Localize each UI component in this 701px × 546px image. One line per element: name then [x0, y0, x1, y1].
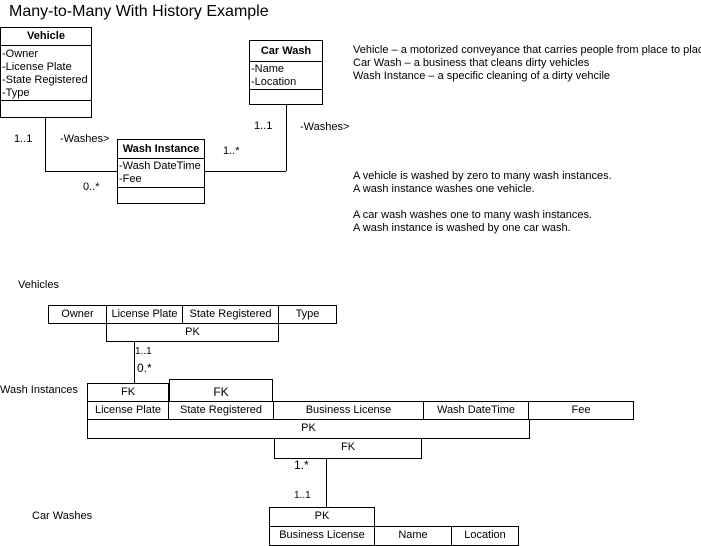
- rule-text: A car wash washes one to many wash insta…: [353, 209, 593, 221]
- rules-vehicle-block: A vehicle is washed by zero to many wash…: [353, 170, 612, 196]
- carwash-connector-vertical: [286, 105, 287, 171]
- vehicle-attribute: -Type: [2, 87, 30, 99]
- wash-instance-entity-attributes: -Wash DateTime -Fee: [118, 159, 204, 188]
- car-washes-pk-cell: PK: [269, 507, 375, 527]
- rule-text: A wash instance is washed by one car was…: [353, 222, 571, 234]
- car-washes-column-header: Location: [451, 526, 519, 546]
- wash-instances-fk-cell: FK: [87, 383, 169, 402]
- wash-instances-fk-cell: FK: [274, 438, 422, 459]
- wash-instances-pk-cell: PK: [87, 419, 530, 439]
- car-wash-attribute: -Location: [251, 76, 297, 88]
- vehicle-attribute: -Owner: [2, 48, 39, 60]
- car-wash-entity: Car Wash -Name -Location: [249, 40, 323, 105]
- vehicle-entity: Vehicle -Owner -License Plate -State Reg…: [0, 27, 92, 118]
- vehicles-link-multiplicity: 1..1: [135, 346, 152, 357]
- wash-instances-column-header: Business License: [273, 401, 424, 420]
- definition-text: Vehicle – a motorized conveyance that ca…: [353, 44, 701, 56]
- wash-instance-attribute: -Wash DateTime: [119, 160, 201, 172]
- wash-instances-table-label: Wash Instances: [0, 384, 78, 396]
- car-washes-column-header: Name: [374, 526, 452, 546]
- carwash-washes-label: -Washes>: [300, 121, 350, 133]
- car-washes-link-multiplicity: 1..1: [294, 490, 311, 501]
- vehicles-column-header: Owner: [48, 305, 107, 324]
- definition-text: Wash Instance – a specific cleaning of a…: [353, 70, 611, 82]
- wash-instances-fk-cell: FK: [169, 379, 273, 402]
- carwash-wash-multiplicity: 1..*: [223, 145, 240, 157]
- vehicles-column-header: Type: [278, 305, 337, 324]
- wash-instances-from-vehicles-multiplicity: 0.*: [137, 361, 152, 375]
- vehicle-connector-horizontal: [45, 171, 117, 172]
- wash-instances-to-car-washes-line: [326, 459, 327, 507]
- car-wash-entity-attributes: -Name -Location: [250, 62, 322, 90]
- vehicles-to-wash-instances-line: [134, 342, 135, 383]
- carwash-connector-horizontal: [205, 171, 286, 172]
- car-washes-table-label: Car Washes: [32, 510, 93, 522]
- wash-instances-to-car-washes-multiplicity: 1.*: [294, 458, 309, 472]
- wash-instances-column-header: State Registered: [168, 401, 274, 420]
- vehicles-pk-cell: PK: [106, 323, 279, 342]
- wash-instance-attribute: -Fee: [119, 173, 142, 185]
- rules-carwash-block: A car wash washes one to many wash insta…: [353, 209, 592, 235]
- vehicles-column-header: State Registered: [182, 305, 279, 324]
- definitions-block: Vehicle – a motorized conveyance that ca…: [353, 44, 701, 83]
- vehicle-multiplicity: 1..1: [14, 133, 33, 145]
- car-wash-attribute: -Name: [251, 63, 285, 75]
- wash-instance-entity-name: Wash Instance: [118, 140, 204, 159]
- car-wash-entity-name: Car Wash: [250, 41, 322, 62]
- wash-instances-column-header: Wash DateTime: [423, 401, 529, 420]
- vehicle-attribute: -License Plate: [2, 61, 72, 73]
- vehicle-wash-multiplicity: 0..*: [83, 181, 100, 193]
- vehicles-column-header: License Plate: [106, 305, 183, 324]
- vehicle-connector-vertical: [45, 118, 46, 171]
- vehicle-attribute: -State Registered: [2, 74, 88, 86]
- rule-text: A wash instance washes one vehicle.: [353, 183, 535, 195]
- page-title: Many-to-Many With History Example: [9, 3, 269, 20]
- definition-text: Car Wash – a business that cleans dirty …: [353, 57, 590, 69]
- vehicle-entity-attributes: -Owner -License Plate -State Registered …: [1, 46, 91, 101]
- vehicle-entity-name: Vehicle: [1, 28, 91, 46]
- wash-instance-entity: Wash Instance -Wash DateTime -Fee: [117, 139, 205, 204]
- carwash-multiplicity: 1..1: [254, 120, 273, 132]
- vehicles-table-label: Vehicles: [18, 279, 59, 291]
- car-washes-column-header: Business License: [269, 526, 375, 546]
- wash-instances-column-header: Fee: [528, 401, 634, 420]
- rule-text: A vehicle is washed by zero to many wash…: [353, 170, 612, 182]
- wash-instances-column-header: License Plate: [87, 401, 169, 420]
- vehicle-washes-label: -Washes>: [60, 133, 110, 145]
